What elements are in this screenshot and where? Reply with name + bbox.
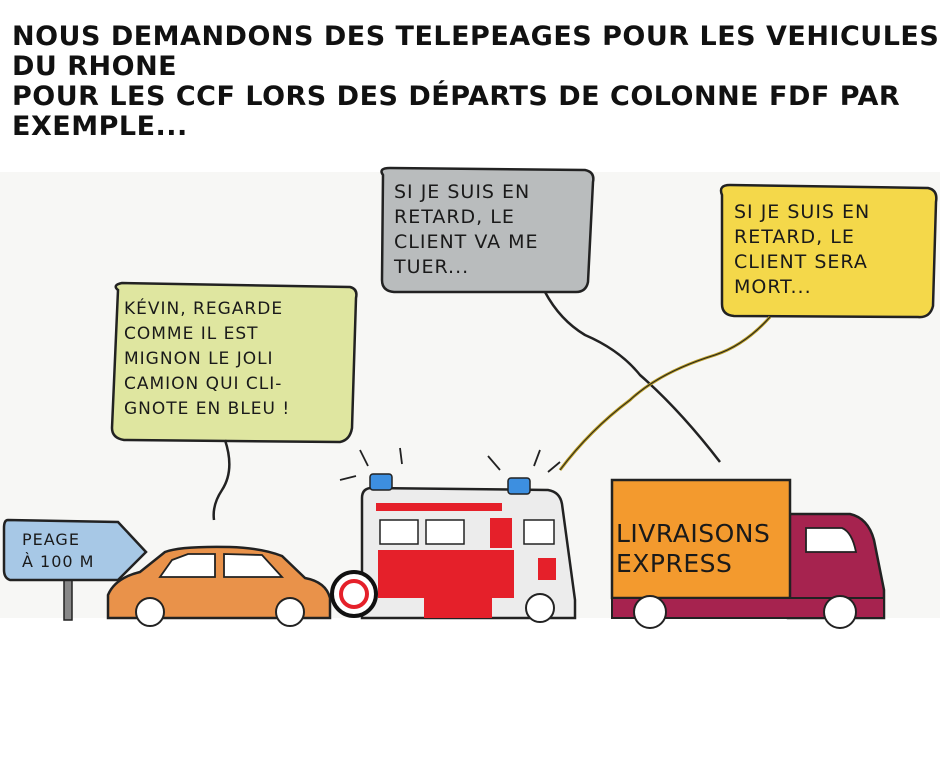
siren-light xyxy=(369,473,393,491)
bubble-line: CLIENT SERA xyxy=(734,251,868,273)
truck-wheel xyxy=(633,595,667,629)
siren-light xyxy=(507,477,531,495)
fire-truck-wheel xyxy=(525,593,555,623)
title-line: NOUS DEMANDONS DES TELEPEAGES POUR LES V… xyxy=(12,21,940,52)
fire-mark xyxy=(424,595,492,618)
bubble-tail-left xyxy=(212,439,231,521)
bubble-text-right: SI JE SUIS EN RETARD, LE CLIENT SERA MOR… xyxy=(734,200,870,300)
bubble-line: SI JE SUIS EN xyxy=(734,201,871,223)
fire-mark xyxy=(538,558,556,580)
road-sign-text: PEAGE À 100 M xyxy=(22,529,94,573)
truck-cab-window xyxy=(805,527,858,553)
speech-bubble-right xyxy=(719,183,938,319)
speech-bubble-middle xyxy=(380,166,595,294)
bubble-tail-right-outline xyxy=(559,316,771,471)
truck-wheel xyxy=(823,595,857,629)
sign-post xyxy=(63,579,73,621)
car-wheel xyxy=(135,597,165,627)
bubble-text-left: KÉVIN, REGARDE COMME IL EST MIGNON LE JO… xyxy=(124,297,290,422)
bubble-line: RETARD, LE xyxy=(394,206,515,228)
truck-chassis xyxy=(611,597,885,619)
bubble-text-middle: SI JE SUIS EN RETARD, LE CLIENT VA ME TU… xyxy=(394,180,539,280)
bubble-line: MIGNON LE JOLI xyxy=(124,349,274,369)
road-sign xyxy=(2,518,148,582)
bubble-line: TUER... xyxy=(394,256,470,278)
fire-truck-wheel-hub xyxy=(339,579,369,609)
truck-sign-text: LIVRAISONS EXPRESS xyxy=(616,519,770,579)
siren-rays xyxy=(339,447,561,481)
bubble-line: KÉVIN, REGARDE xyxy=(124,299,284,319)
title-line: POUR LES CCF LORS DES DÉPARTS DE COLONNE… xyxy=(12,81,901,112)
bubble-line: RETARD, LE xyxy=(734,226,855,248)
title-line: EXEMPLE... xyxy=(12,111,188,142)
bubble-line: SI JE SUIS EN xyxy=(394,181,531,203)
bubble-line: CLIENT VA ME xyxy=(394,231,539,253)
car-window-rear xyxy=(223,553,285,578)
bubble-line: CAMION QUI CLI- xyxy=(124,374,283,394)
bubble-line: COMME IL EST xyxy=(124,324,259,344)
fire-stripe xyxy=(376,503,502,511)
sign-line: À 100 M xyxy=(22,552,95,571)
fire-truck-window xyxy=(425,519,465,545)
bubble-line: GNOTE EN BLEU ! xyxy=(124,399,291,419)
speech-bubble-left xyxy=(110,281,358,444)
truck-sign-line: EXPRESS xyxy=(616,549,733,578)
page-title: NOUS DEMANDONS DES TELEPEAGES POUR LES V… xyxy=(12,21,940,142)
car-wheel xyxy=(275,597,305,627)
bubble-tail-middle xyxy=(543,291,721,463)
bubble-line: MORT... xyxy=(734,276,812,298)
orange-car xyxy=(106,545,332,620)
fire-truck-window xyxy=(523,519,555,545)
truck-sign-line: LIVRAISONS xyxy=(616,519,771,548)
fire-mark xyxy=(490,518,512,548)
title-line: DU RHONE xyxy=(12,51,178,82)
sign-line: PEAGE xyxy=(22,530,80,549)
fire-truck-window xyxy=(379,519,419,545)
fire-mark xyxy=(378,550,514,598)
car-window xyxy=(158,553,216,578)
